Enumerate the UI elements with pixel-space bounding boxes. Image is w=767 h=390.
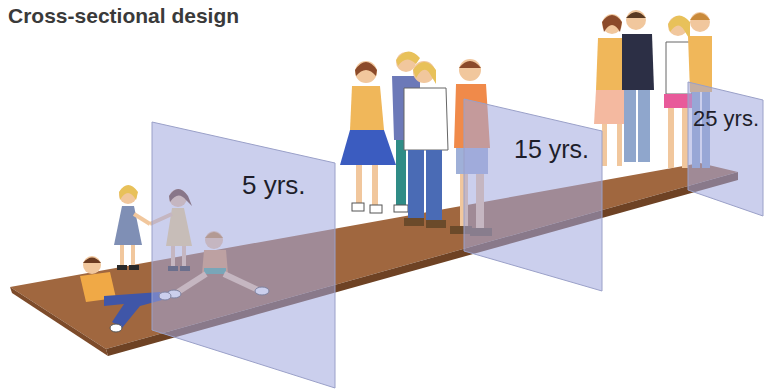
board-top [10, 163, 738, 349]
age-panel: 15 yrs. [462, 95, 604, 295]
panel-shape [462, 95, 604, 295]
age-label: 15 yrs. [514, 135, 589, 164]
panel-outline [688, 82, 763, 216]
age-panel: 25 yrs. [686, 78, 765, 218]
age-label: 5 yrs. [242, 170, 306, 201]
panel-shape [150, 118, 338, 390]
diagram-title: Cross-sectional design [8, 4, 239, 28]
panel-outline [152, 122, 335, 388]
age-panel: 5 yrs. [150, 118, 338, 390]
panel-outline [464, 99, 602, 291]
age-label: 25 yrs. [693, 106, 759, 132]
panel-shape [686, 78, 765, 218]
